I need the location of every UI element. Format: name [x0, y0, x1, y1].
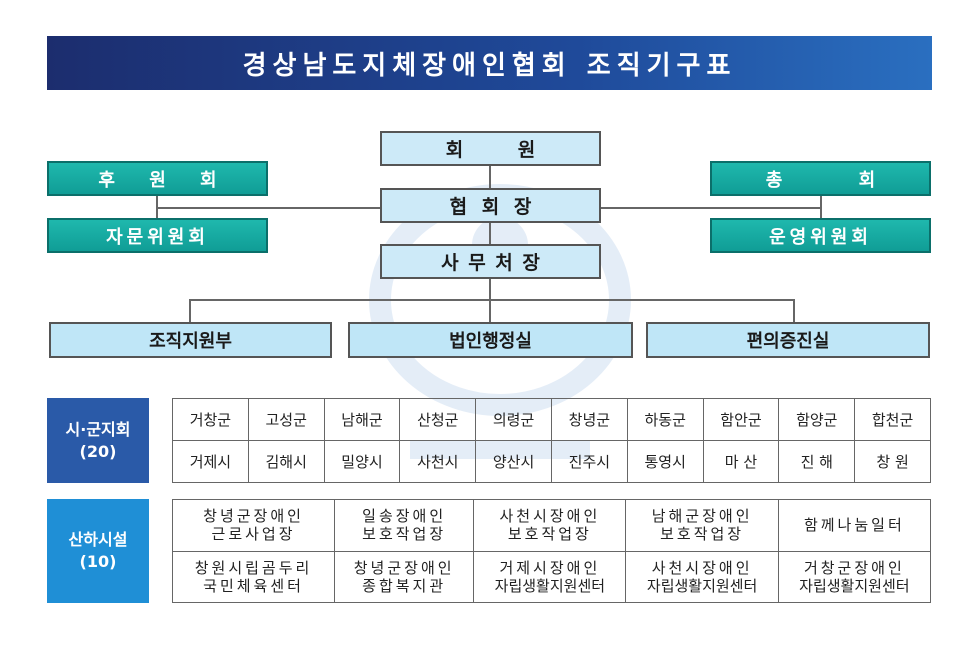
table-row: 거창군 고성군 남해군 산청군 의령군 창녕군 하동군 함안군 함양군 합천군 [172, 398, 931, 441]
branch-cell: 남해군 [323, 398, 401, 441]
branch-cell: 거창군 [172, 398, 249, 441]
facility-name-line2: 보호작업장 [362, 525, 447, 544]
advisory-committee-node: 자문위원회 [47, 218, 268, 253]
facility-name-line1: 거창군장애인 [803, 558, 905, 577]
branches-count: (20) [79, 441, 117, 461]
branches-header: 시·군지회 (20) [47, 398, 149, 483]
branch-cell: 창 원 [854, 440, 931, 483]
facility-name-line1: 거제시장애인 [499, 558, 601, 577]
branch-cell: 의령군 [475, 398, 552, 441]
department-convenience-promotion: 편의증진실 [646, 322, 930, 358]
page-title: 경상남도지체장애인협회 조직기구표 [47, 36, 932, 90]
member-node: 회 원 [380, 131, 601, 166]
department-organization-support: 조직지원부 [49, 322, 332, 358]
connector-dept-right [793, 299, 795, 323]
branch-cell: 통영시 [626, 440, 704, 483]
table-row: 거제시 김해시 밀양시 사천시 양산시 진주시 통영시 마 산 진 해 창 원 [172, 440, 931, 483]
branch-cell: 거제시 [172, 440, 249, 483]
branch-cell: 마 산 [702, 440, 780, 483]
facility-name-line1: 창녕군장애인 [203, 507, 304, 526]
branch-cell: 고성군 [247, 398, 325, 441]
facility-name-line2: 보호작업장 [507, 525, 592, 544]
branch-cell: 하동군 [626, 398, 704, 441]
facility-name-line2: 국민체육센터 [203, 576, 304, 595]
facilities-count: (10) [79, 552, 117, 571]
facility-name-line2: 자립생활지원센터 [646, 576, 758, 595]
branches-header-label: 시·군지회 [65, 419, 131, 439]
facility-name-line1: 사천시장애인 [651, 558, 753, 577]
branch-cell: 사천시 [399, 440, 477, 483]
facility-name-line1: 창녕군장애인 [353, 558, 455, 577]
general-assembly-node: 총 회 [710, 161, 931, 196]
branch-cell: 합천군 [854, 398, 931, 441]
connector-right-vertical [820, 196, 822, 220]
facility-name-line1: 창원시립곰두리 [194, 558, 313, 577]
facility-name-line2: 근로사업장 [211, 525, 296, 544]
branch-cell: 함안군 [702, 398, 780, 441]
facility-name-line1: 남해군장애인 [651, 507, 753, 526]
branch-cell: 산청군 [399, 398, 477, 441]
support-committee-node: 후 원 회 [47, 161, 268, 196]
facility-name-line2: 종합복지관 [362, 576, 447, 595]
president-node: 협 회 장 [380, 188, 601, 223]
branch-cell: 창녕군 [550, 398, 628, 441]
connector-left-vertical [156, 196, 158, 220]
facility-name-line2: 자립생활지원센터 [799, 576, 910, 595]
branch-cell: 진 해 [778, 440, 856, 483]
connector-left-horizontal [157, 207, 381, 209]
branch-cell: 김해시 [247, 440, 325, 483]
facility-name-line2: 자립생활지원센터 [494, 576, 606, 595]
connector-right-horizontal [600, 207, 821, 209]
branch-cell: 진주시 [550, 440, 628, 483]
department-corporate-administration: 법인행정실 [348, 322, 633, 358]
secretary-general-node: 사 무 처 장 [380, 244, 601, 279]
facility-name-line1: 사천시장애인 [499, 507, 601, 526]
branch-cell: 함양군 [778, 398, 856, 441]
facilities-header: 산하시설 (10) [47, 499, 149, 603]
connector-dept-horizontal [190, 299, 794, 301]
connector-dept-left [189, 299, 191, 323]
facilities-header-label: 산하시설 [68, 530, 128, 549]
facility-cell: 함께나눔일터 [777, 499, 932, 552]
facility-name-line2: 보호작업장 [660, 525, 745, 544]
branch-cell: 양산시 [475, 440, 552, 483]
branch-cell: 밀양시 [323, 440, 401, 483]
steering-committee-node: 운영위원회 [710, 218, 931, 253]
branches-table: 거창군 고성군 남해군 산청군 의령군 창녕군 하동군 함안군 함양군 합천군 … [172, 398, 931, 483]
connector-dept-center [489, 299, 491, 323]
facility-name-line1: 일송장애인 [362, 507, 447, 526]
facility-name-line1: 함께나눔일터 [803, 516, 905, 535]
connector-vertical-main [489, 165, 491, 300]
